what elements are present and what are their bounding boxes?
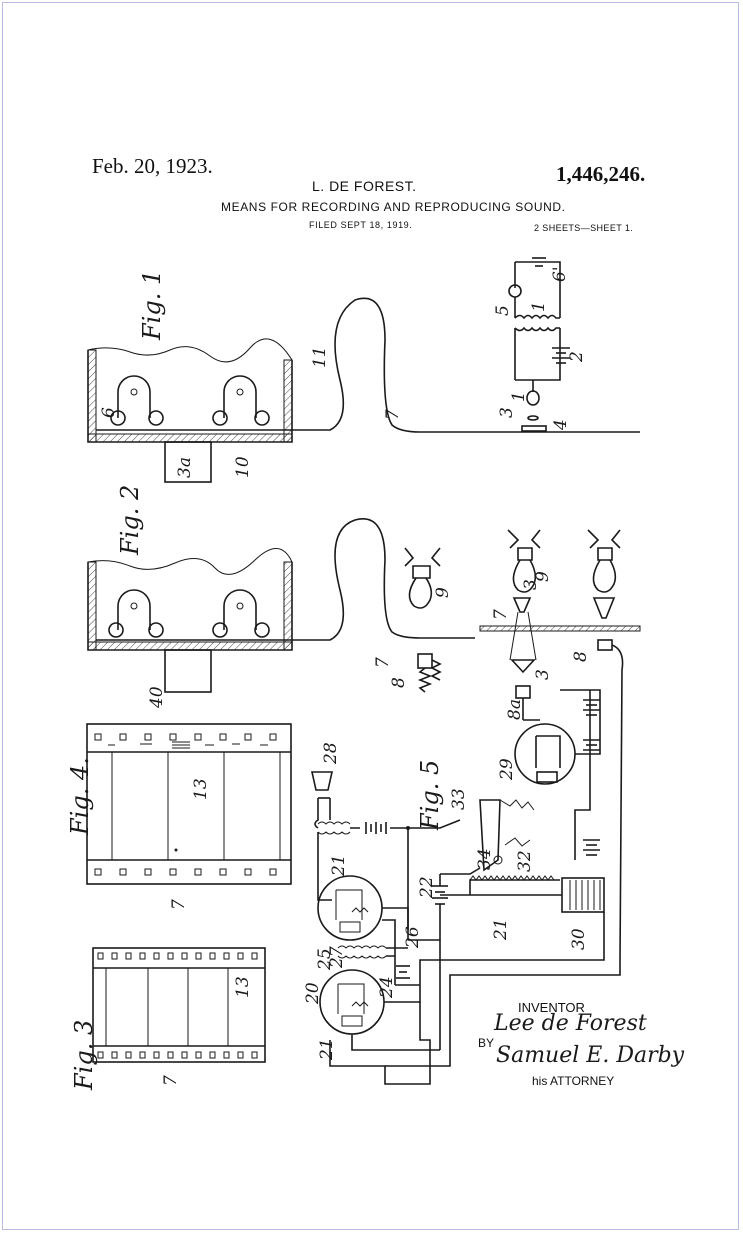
svg-text:8: 8 — [571, 651, 591, 662]
svg-text:11: 11 — [310, 346, 330, 368]
fig3-film-strip — [92, 947, 266, 1063]
svg-text:7: 7 — [491, 609, 511, 620]
svg-text:3a: 3a — [175, 457, 195, 478]
svg-text:6: 6 — [99, 407, 119, 418]
svg-text:20: 20 — [303, 982, 323, 1005]
fig2-block — [164, 649, 212, 693]
svg-text:29: 29 — [497, 758, 517, 781]
relay-30 — [561, 877, 605, 913]
film-strip-section — [479, 625, 641, 632]
tube-21-upper — [317, 875, 383, 941]
svg-text:3: 3 — [533, 669, 553, 680]
lever-33 — [479, 799, 501, 872]
tube-20-lower — [319, 969, 385, 1035]
sheet-count: 2 SHEETS—SHEET 1. — [534, 223, 634, 233]
figure-3: Fig. 3 — [70, 947, 266, 1091]
svg-text:3: 3 — [497, 407, 517, 418]
svg-text:21: 21 — [491, 918, 511, 941]
inventor-name: L. DE FOREST. — [312, 178, 417, 194]
fig2-lamp — [404, 547, 442, 693]
svg-text:3: 3 — [521, 579, 541, 590]
filing-date: FILED SEPT 18, 1919. — [309, 220, 413, 230]
rack-21 — [440, 879, 562, 896]
inventor-label: INVENTOR — [518, 1000, 585, 1015]
attorney-signature: Samuel E. Darby — [496, 1043, 685, 1068]
fig1-label: Fig. 1 — [138, 270, 166, 341]
figure-2: Fig. 2 — [87, 485, 475, 693]
fig1-sprockets — [110, 410, 270, 426]
svg-text:13: 13 — [233, 976, 253, 998]
svg-text:8: 8 — [389, 677, 409, 688]
svg-text:2: 2 — [567, 351, 587, 363]
receiver-28 — [311, 771, 333, 791]
svg-text:8a: 8a — [505, 699, 525, 720]
svg-text:4: 4 — [551, 419, 571, 431]
svg-text:21: 21 — [317, 1038, 337, 1061]
svg-text:40: 40 — [147, 686, 167, 709]
fig2-film — [96, 518, 475, 641]
svg-text:10: 10 — [233, 456, 253, 478]
svg-text:6': 6' — [550, 267, 570, 283]
patent-date: Feb. 20, 1923. — [92, 154, 213, 178]
fig4-perforations-bottom — [94, 868, 277, 876]
fig4-film-strip — [86, 723, 292, 885]
svg-text:21: 21 — [329, 854, 349, 877]
svg-text:32: 32 — [515, 850, 535, 872]
svg-text:7: 7 — [383, 409, 403, 420]
fig1-base-hatch — [87, 433, 293, 443]
fig1-box-break — [87, 338, 293, 363]
attorney-label: his ATTORNEY — [532, 1074, 615, 1088]
svg-text:1: 1 — [529, 301, 549, 312]
svg-text:7: 7 — [373, 657, 393, 668]
svg-text:28: 28 — [321, 742, 341, 765]
svg-text:30: 30 — [569, 928, 589, 950]
svg-text:1: 1 — [509, 391, 529, 402]
svg-text:7: 7 — [161, 1075, 181, 1086]
svg-text:27: 27 — [327, 946, 347, 969]
fig1-circuit — [508, 261, 561, 432]
fig4-label: Fig. 4. — [66, 757, 94, 836]
svg-text:7: 7 — [169, 899, 189, 910]
fig1-right-wall — [283, 359, 293, 443]
inventor-signature: Lee de Forest — [493, 1011, 647, 1036]
fig5-label: Fig. 5 — [416, 760, 444, 831]
svg-text:24: 24 — [377, 976, 397, 999]
fig2-base-hatch — [87, 641, 293, 651]
reference-numerals: 5 6' 1 2 3 1 4 11 7 6 3a 10 9 7 8 9 3 7 … — [99, 267, 591, 1087]
patent-title: MEANS FOR RECORDING AND REPRODUCING SOUN… — [221, 200, 566, 214]
svg-text:9: 9 — [433, 587, 453, 598]
fig1-loop-left — [117, 375, 151, 418]
fig1-film — [96, 297, 640, 433]
fig2-label: Fig. 2 — [116, 485, 144, 556]
svg-text:26: 26 — [403, 926, 423, 949]
svg-text:9: 9 — [533, 571, 553, 582]
svg-text:34: 34 — [475, 848, 495, 870]
fig4-perforations-top — [94, 733, 277, 741]
figure-1: Fig. 1 — [87, 257, 640, 483]
fig3-perforations-top — [97, 952, 258, 960]
fig1-camera-block — [164, 441, 212, 483]
svg-text:33: 33 — [449, 788, 469, 810]
figure-4: Fig. 4. — [66, 723, 292, 885]
patent-number: 1,446,246. — [556, 162, 646, 186]
svg-text:5: 5 — [493, 305, 513, 316]
figure-5: Fig. 5 — [311, 760, 481, 1085]
fig2-box-break — [87, 548, 293, 575]
reproducer-optics — [439, 529, 641, 1060]
fig2-sprockets — [108, 622, 270, 638]
by-label: BY — [478, 1036, 495, 1050]
fig1-left-wall — [87, 349, 97, 443]
fig4-sound-track — [108, 741, 268, 749]
svg-text:22: 22 — [417, 876, 437, 899]
svg-text:13: 13 — [191, 778, 211, 800]
svg-text:25: 25 — [315, 948, 335, 971]
fig3-perforations-bottom — [97, 1051, 258, 1059]
fig1-loop-right — [223, 375, 257, 418]
